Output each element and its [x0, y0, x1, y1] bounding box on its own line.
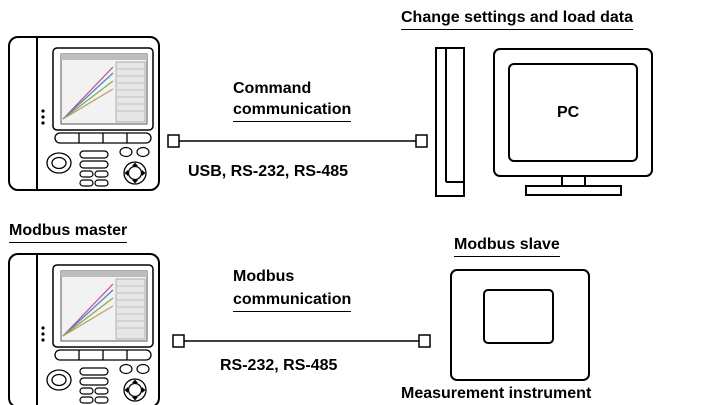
- modbus-interfaces: RS-232, RS-485: [220, 357, 338, 374]
- command-cable: [167, 134, 428, 148]
- pc-heading: Change settings and load data: [401, 9, 634, 31]
- instrument-caption: Measurement instrument: [401, 385, 592, 402]
- command-title-line2: communication: [233, 101, 352, 123]
- recorder-bottom: [8, 253, 160, 405]
- modbus-title-line2: communication: [233, 291, 352, 313]
- command-interfaces: USB, RS-232, RS-485: [188, 163, 349, 180]
- pc-label: PC: [557, 104, 580, 121]
- pc-monitor: [493, 48, 653, 196]
- recorder-top: [8, 36, 160, 191]
- modbus-cable: [172, 334, 431, 348]
- modbus-master-heading: Modbus master: [9, 222, 128, 244]
- command-title-line1: Command: [233, 80, 312, 97]
- modbus-slave-heading: Modbus slave: [454, 236, 560, 258]
- pc-tower: [435, 47, 465, 197]
- measurement-instrument: [450, 269, 590, 381]
- modbus-title-line1: Modbus: [233, 268, 295, 285]
